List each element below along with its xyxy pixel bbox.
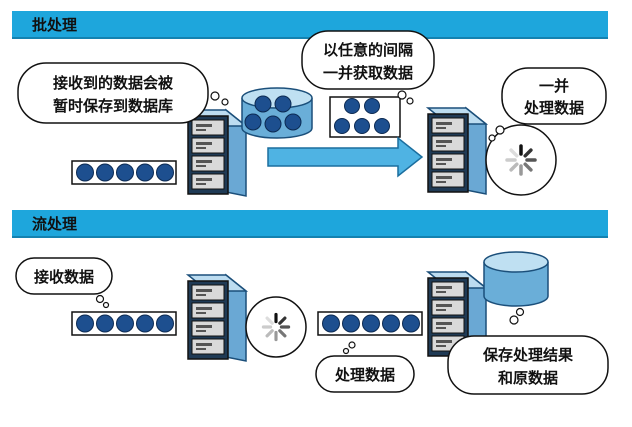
batch-process-line-1: 一并: [539, 77, 569, 95]
stream-store-line-1: 保存处理结果: [482, 346, 574, 364]
stream-section-header: 流处理: [12, 210, 608, 238]
stream-server-left: [187, 274, 247, 362]
batch-section-title: 批处理: [32, 16, 78, 34]
stream-store-line-2: 和原数据: [498, 369, 558, 387]
batch-interval-bubble: 以任意的间隔 一并获取数据: [301, 30, 435, 105]
batch-data-box: [329, 96, 401, 138]
stream-process-bubble: 处理数据: [315, 341, 415, 393]
batch-receive-bubble: 接收到的数据会被 暂时保存到数据库: [17, 62, 229, 124]
batch-receive-line-2: 暂时保存到数据库: [53, 97, 173, 115]
batch-database: [241, 87, 313, 139]
stream-processing-spinner: [245, 296, 307, 358]
stream-process-text: 处理数据: [334, 366, 395, 384]
stream-receive-text: 接收数据: [34, 268, 94, 286]
batch-processing-spinner: [485, 124, 557, 196]
stream-data-strip-middle: [317, 311, 423, 336]
stream-section-title: 流处理: [32, 215, 78, 233]
stream-store-bubble: 保存处理结果 和原数据: [447, 307, 609, 395]
batch-data-strip: [71, 160, 177, 185]
batch-interval-line-1: 以任意的间隔: [323, 41, 413, 59]
stream-receive-bubble: 接收数据: [15, 257, 113, 309]
batch-process-line-2: 处理数据: [523, 99, 584, 117]
batch-server-right: [427, 107, 487, 195]
batch-process-bubble: 一并 处理数据: [488, 67, 607, 142]
batch-receive-line-1: 接收到的数据会被: [53, 74, 174, 92]
batch-arrow: [267, 136, 424, 178]
stream-data-strip-left: [71, 311, 177, 336]
stream-database: [483, 251, 549, 307]
batch-interval-line-2: 一并获取数据: [323, 64, 413, 82]
batch-server-left: [187, 109, 247, 197]
